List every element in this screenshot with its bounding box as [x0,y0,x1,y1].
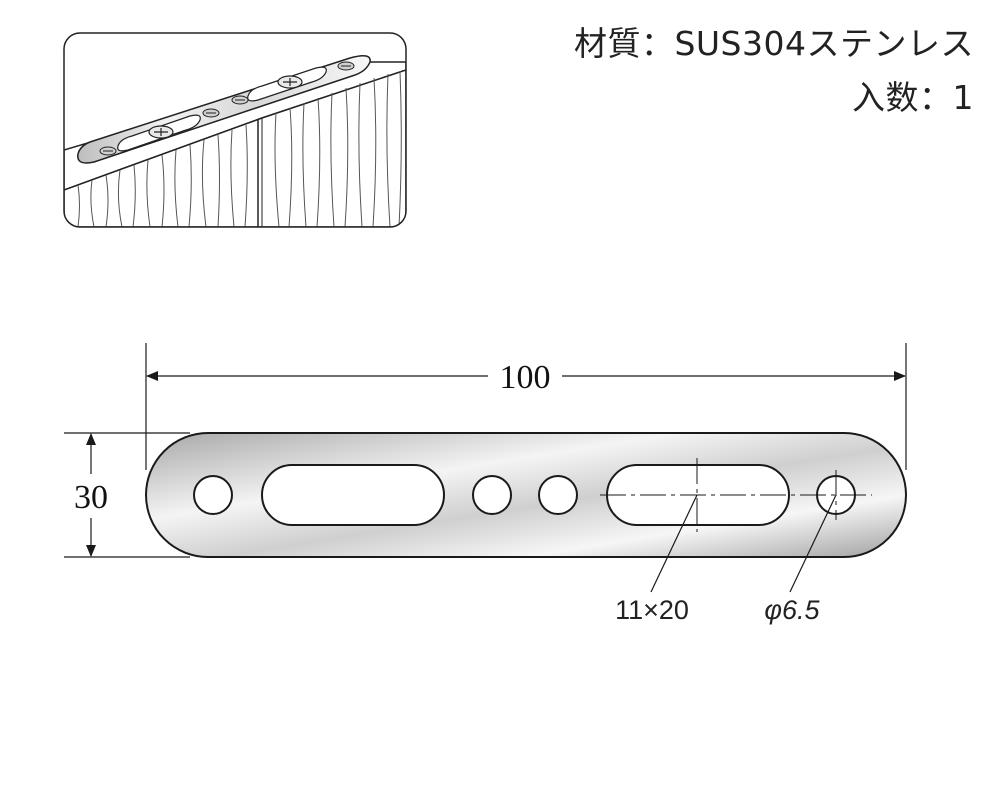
hole-leader-line [789,494,837,593]
material-value: SUS304ステンレス [674,24,974,63]
length-dimension: 100 [145,343,907,470]
screw-icon [337,61,355,71]
screw-icon [148,125,174,139]
slot-leader-line [650,494,698,593]
screw-icon [202,108,220,118]
slot-hole [261,464,445,526]
illustration-frame [63,32,407,228]
wood-grain [77,70,402,227]
hole-diameter-label: φ6.5 [764,595,820,625]
slot-size-label: 11×20 [615,595,689,625]
screw-icon [231,95,249,105]
screw-icon [99,146,117,156]
width-dimension: 30 [64,432,190,558]
round-hole [193,475,233,515]
round-hole [538,475,578,515]
screw-icon [277,75,303,89]
width-value: 30 [74,479,108,516]
quantity-label: 入数： [852,78,953,117]
material-spec: 材質：SUS304ステンレス [574,24,974,64]
quantity-value: 1 [952,78,974,117]
plate-illustration [77,55,371,164]
quantity-spec: 入数：1 [852,78,974,118]
round-hole [472,475,512,515]
plate-drawing: 100 30 11×20 φ6.5 [64,343,907,625]
length-value: 100 [500,359,551,396]
material-label: 材質： [573,24,675,63]
usage-illustration [63,32,407,228]
